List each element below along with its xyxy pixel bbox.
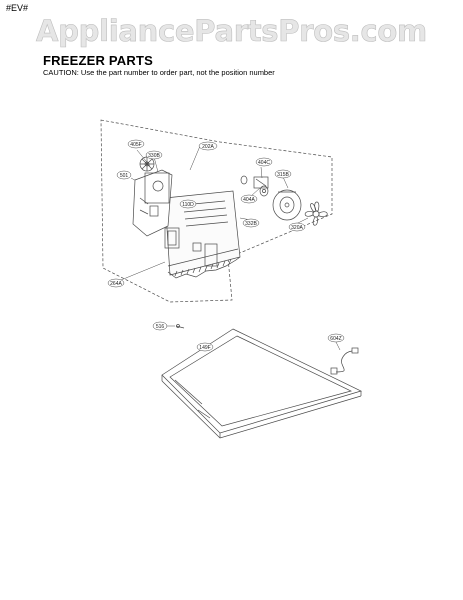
watermark-logo: AppliancePartsPros.com <box>36 14 428 49</box>
callout-501: 501 <box>120 173 129 179</box>
callout-315b-bubble <box>274 169 292 179</box>
callout-516-bubble <box>152 321 168 331</box>
callout-405f-bubble <box>127 139 145 149</box>
callout-264a: 264A <box>110 281 122 287</box>
callout-330b: 330B <box>148 153 160 159</box>
callout-110d: 110D <box>182 202 194 208</box>
callout-501-bubble <box>116 170 132 180</box>
callout-405f: 405F <box>130 142 141 148</box>
callout-264a-bubble <box>107 278 125 288</box>
callout-320a-bubble <box>288 222 306 232</box>
fan-blade-320a <box>304 201 328 226</box>
callout-149f: 149F <box>199 345 210 351</box>
callout-404c: 404C <box>258 160 270 166</box>
callout-315b: 315B <box>277 172 289 178</box>
callout-404a: 404A <box>243 197 255 203</box>
wire-harness-604z <box>330 347 359 375</box>
caution-note: CAUTION: Use the part number to order pa… <box>43 68 275 77</box>
callout-516: 516 <box>156 324 165 330</box>
callout-404a-bubble <box>240 194 258 204</box>
screw-516 <box>175 324 185 329</box>
page-title: FREEZER PARTS <box>43 53 153 68</box>
rear-duct-cover <box>132 169 173 237</box>
callout-202a-bubble <box>198 141 218 151</box>
freezer-shelf-149f <box>161 328 362 439</box>
grille-duct-panel <box>164 190 241 279</box>
callout-330b-bubble <box>145 150 163 160</box>
revision-mark: #EV# <box>6 3 29 13</box>
callout-604z-bubble <box>327 333 345 343</box>
callout-604z: 604Z <box>330 336 341 342</box>
callout-110d-bubble <box>179 199 197 209</box>
motor-mount-parts <box>240 175 269 197</box>
callout-202a: 202A <box>202 144 214 150</box>
callout-332b-bubble <box>242 218 260 228</box>
callout-404c-bubble <box>255 157 273 167</box>
callout-320a: 320A <box>291 225 303 231</box>
callout-332b: 332B <box>245 221 257 227</box>
callout-149f-bubble <box>196 342 214 352</box>
fan-motor-315b <box>272 189 302 221</box>
callout-labels <box>107 139 345 352</box>
